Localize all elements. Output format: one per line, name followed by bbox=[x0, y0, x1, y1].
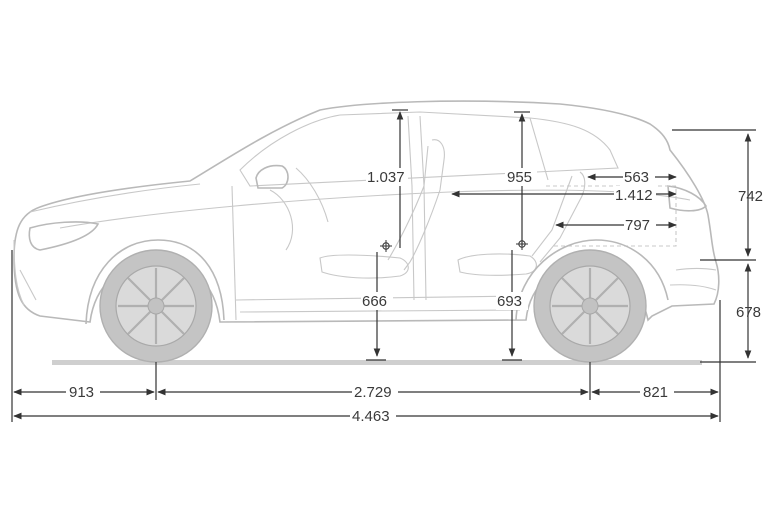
label-tailgate-ground: 678 bbox=[736, 304, 761, 321]
label-headroom-rear: 955 bbox=[507, 169, 532, 186]
label-front-overhang: 913 bbox=[69, 384, 94, 401]
label-wheelbase: 2.729 bbox=[354, 384, 392, 401]
label-overall-length: 4.463 bbox=[352, 408, 390, 425]
label-headroom-front: 1.037 bbox=[367, 169, 405, 186]
dimension-labels: 1.037 955 563 1.412 797 742 666 693 678 … bbox=[66, 168, 767, 425]
label-seat-height-front: 666 bbox=[362, 293, 387, 310]
rear-wheel bbox=[533, 249, 647, 363]
front-wheel bbox=[99, 249, 213, 363]
label-cargo-depth: 797 bbox=[625, 217, 650, 234]
label-seat-height-rear: 693 bbox=[497, 293, 522, 310]
ground-line bbox=[52, 360, 702, 365]
label-cargo-length: 1.412 bbox=[615, 187, 653, 204]
label-rear-height: 742 bbox=[738, 188, 763, 205]
label-rear-overhang: 821 bbox=[643, 384, 668, 401]
label-rear-overhang-interior: 563 bbox=[624, 169, 649, 186]
